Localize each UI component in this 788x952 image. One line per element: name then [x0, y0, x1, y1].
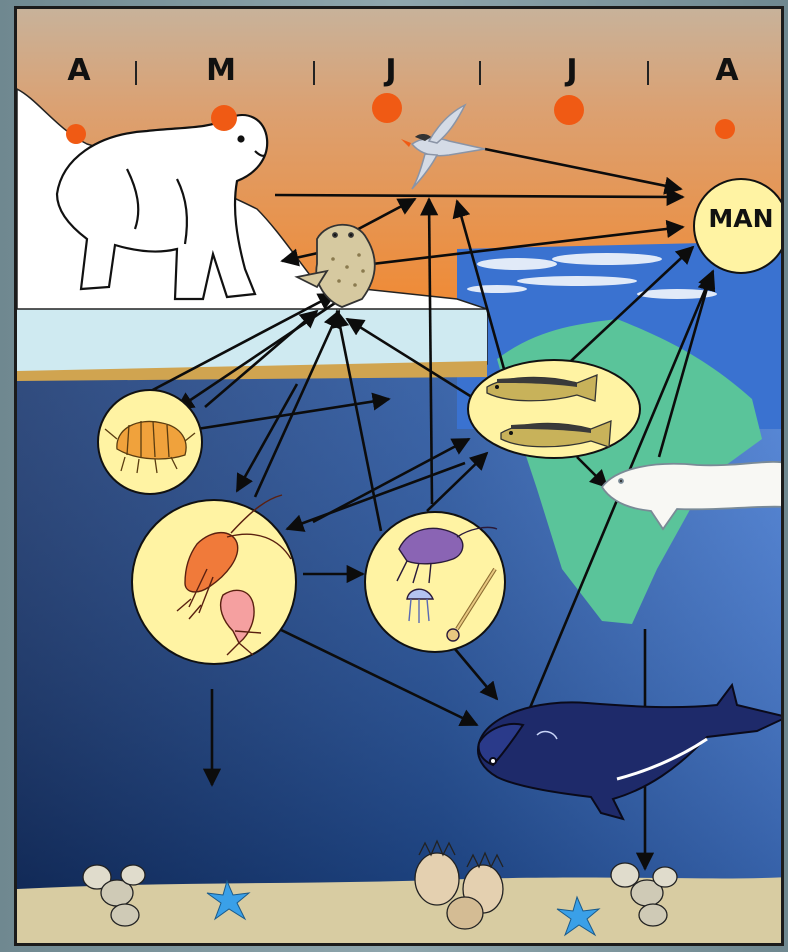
month-separator — [135, 61, 137, 85]
human-label: MAN — [693, 204, 784, 233]
month-label-1: A — [59, 53, 99, 88]
sun-icon — [211, 105, 237, 131]
diagram-canvas — [17, 9, 784, 946]
sun-icon — [372, 93, 402, 123]
sun-icon — [66, 124, 86, 144]
sun-icon — [715, 119, 735, 139]
month-separator — [313, 61, 315, 85]
month-label-4: J — [552, 53, 592, 88]
food-web-diagram: A M J J A MAN — [14, 6, 784, 946]
sun-icon — [554, 95, 584, 125]
month-separator — [479, 61, 481, 85]
month-label-5: A — [707, 53, 747, 88]
month-label-2: M — [201, 53, 241, 88]
month-label-3: J — [371, 53, 411, 88]
month-separator — [647, 61, 649, 85]
